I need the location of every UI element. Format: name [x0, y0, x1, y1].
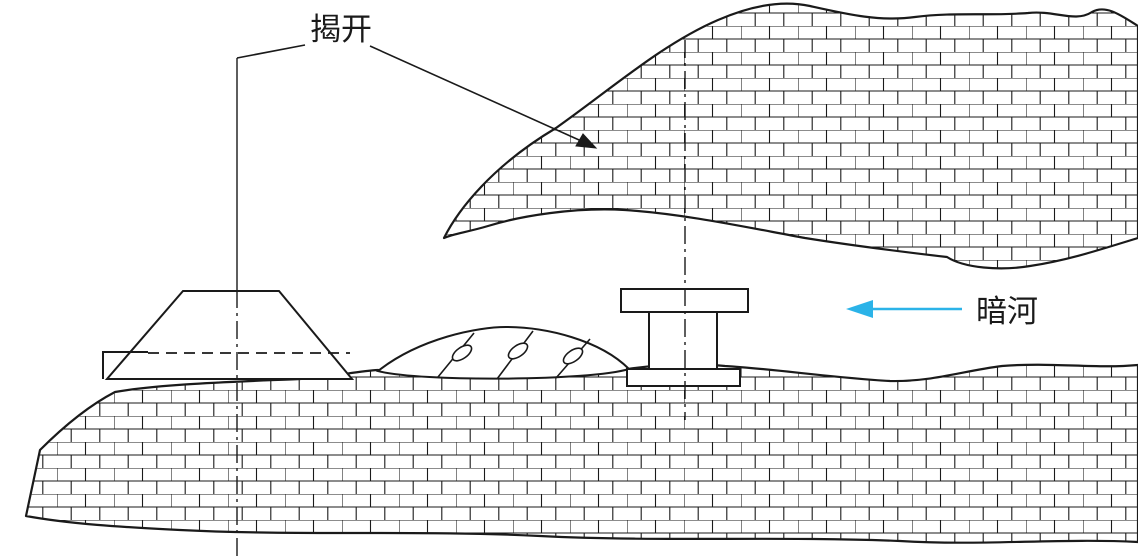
dam-embankment [102, 290, 355, 380]
uncover-leader [236, 44, 598, 149]
pebble [507, 342, 529, 360]
pier-web [648, 311, 718, 370]
pebble [451, 344, 473, 362]
river-flow-arrow [846, 300, 962, 318]
leader-arrowhead-icon [575, 133, 598, 149]
uncover-label: 揭开 [310, 12, 372, 47]
cave-roof-rock [442, 2, 1138, 270]
leader-line-left [236, 44, 306, 59]
sediment-lens [375, 325, 631, 380]
pier-bottom-flange [626, 368, 741, 387]
dam-outline [104, 290, 355, 380]
bedrock [24, 363, 1138, 544]
leader-line-right [369, 45, 589, 145]
pier-column [620, 288, 749, 387]
river-label: 暗河 [976, 294, 1038, 329]
pebble [562, 347, 584, 365]
flow-arrow-head-icon [846, 300, 873, 318]
culvert-outline [102, 351, 148, 379]
